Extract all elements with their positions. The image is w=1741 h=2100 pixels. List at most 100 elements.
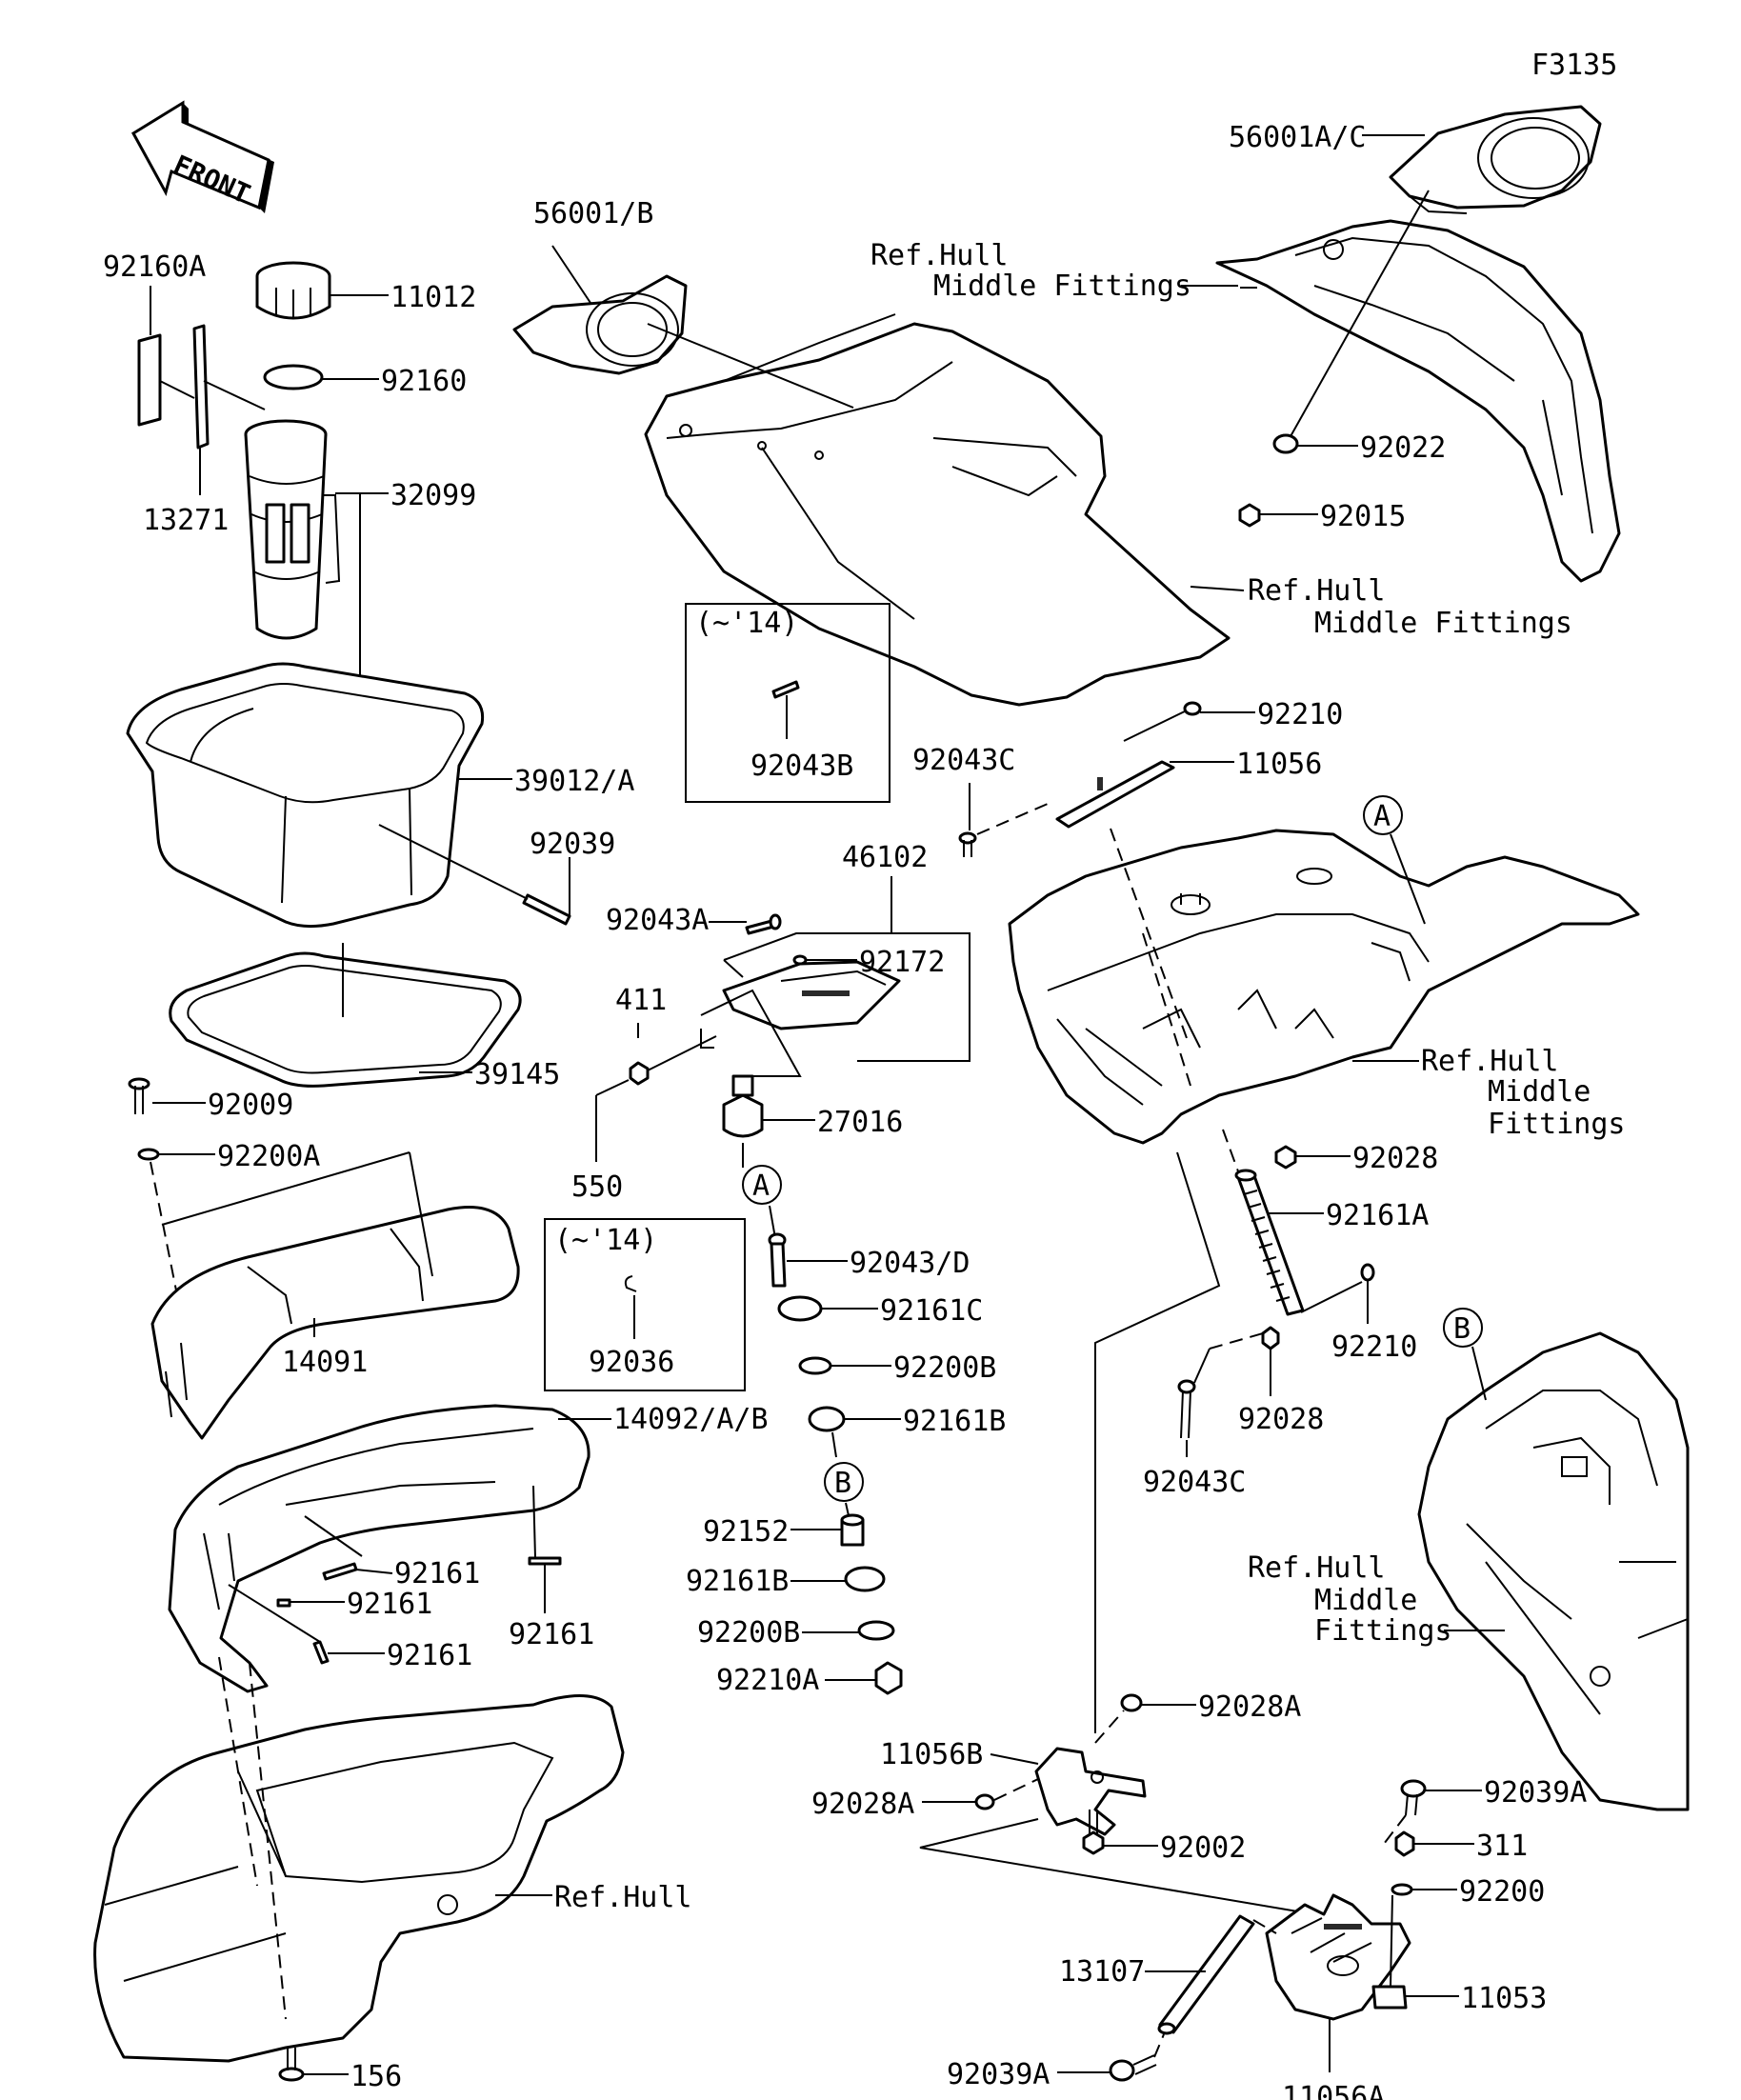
label-92043C-2: 92043C [1143, 1466, 1246, 1499]
label-92161-c: 92161 [387, 1639, 472, 1672]
part-92039A-screw-2 [1109, 2054, 1157, 2082]
label-circle-b-right: B [1453, 1312, 1471, 1346]
part-92015-nut [1238, 503, 1261, 528]
label-92009: 92009 [208, 1089, 293, 1122]
label-92152: 92152 [703, 1515, 789, 1549]
part-92200B-washer-2 [857, 1620, 895, 1641]
label-92002: 92002 [1160, 1831, 1246, 1865]
part-92009-bolt [128, 1077, 150, 1114]
part-92172-washer [792, 954, 808, 966]
box-early-92043B [685, 603, 891, 803]
part-156-bolt [278, 2048, 305, 2082]
part-92028-cap-1 [1274, 1145, 1297, 1170]
label-92200B-1: 92200B [893, 1351, 996, 1385]
part-14092AB-cover [168, 1404, 590, 1693]
label-ref-hull-middle-3a: Ref.Hull [1421, 1045, 1559, 1078]
label-14092AB: 14092/A/B [613, 1403, 769, 1436]
part-311-nut [1394, 1830, 1415, 1857]
label-ref-hull-middle-2b: Middle Fittings [1314, 607, 1572, 640]
label-11012: 11012 [390, 281, 476, 314]
label-92161-a: 92161 [394, 1557, 480, 1590]
part-11056-strip [1055, 760, 1175, 829]
label-ref-hull-middle-3c: Fittings [1488, 1108, 1626, 1141]
label-39012A: 39012/A [514, 765, 634, 798]
label-ref-hull-middle-4c: Fittings [1314, 1614, 1452, 1648]
part-11056B-bracket [1034, 1747, 1147, 1836]
label-92028A-2: 92028A [811, 1788, 914, 1821]
part-92200-washer [1391, 1883, 1413, 1896]
label-ref-hull-middle-1a: Ref.Hull [870, 239, 1009, 272]
part-46102-latch [722, 960, 901, 1030]
label-39145: 39145 [474, 1058, 560, 1091]
part-ref-hull-middle-right [1215, 219, 1621, 583]
box-early-92036 [544, 1218, 746, 1391]
part-92200B-washer-1 [798, 1356, 832, 1375]
label-box1-year: (~'14) [695, 607, 798, 640]
figure-code: F3135 [1531, 49, 1617, 82]
label-92210-top: 92210 [1257, 698, 1343, 731]
part-27016-knob [722, 1074, 764, 1138]
part-92043C-pin-2 [1177, 1348, 1211, 1439]
ref-circle-a-center [742, 1165, 782, 1205]
part-92152-spacer [840, 1513, 865, 1547]
part-92022-washer [1272, 433, 1299, 454]
part-13271-plate [192, 324, 210, 450]
part-39012A-bin [126, 662, 485, 929]
label-ref-hull-middle-3b: Middle [1488, 1075, 1591, 1109]
part-13107-shaft [1157, 1914, 1255, 2035]
part-92161B-rubber-1 [808, 1406, 846, 1432]
part-92039-screw [522, 893, 571, 926]
label-311: 311 [1476, 1830, 1528, 1863]
part-92028A-cap-2 [974, 1793, 995, 1810]
part-92043A-pin [745, 913, 782, 935]
label-circle-a-center: A [752, 1170, 770, 1203]
part-11053-pad [1371, 1985, 1408, 2010]
label-92160A: 92160A [103, 250, 206, 284]
label-11053: 11053 [1461, 1982, 1547, 2015]
label-92028A-1: 92028A [1198, 1690, 1301, 1724]
part-411-nut [629, 1061, 650, 1086]
label-92160: 92160 [381, 365, 467, 398]
label-92161-d: 92161 [509, 1618, 594, 1651]
label-92043D: 92043/D [850, 1247, 970, 1280]
part-92161A-spring [1234, 1169, 1305, 1316]
ref-circle-b-center [824, 1462, 864, 1502]
label-11056A: 11056A [1282, 2081, 1385, 2100]
ref-circle-a-right [1363, 795, 1403, 835]
front-arrow-icon: FRONT [130, 100, 274, 213]
label-box2-year: (~'14) [554, 1224, 657, 1257]
label-92039A-2: 92039A [947, 2058, 1050, 2091]
label-92161B-1: 92161B [903, 1405, 1006, 1438]
label-92210A: 92210A [716, 1664, 819, 1697]
label-92161-b: 92161 [347, 1588, 432, 1621]
label-11056B: 11056B [880, 1738, 983, 1771]
part-92039A-screw-1 [1400, 1779, 1427, 1816]
part-92043D-bolt [768, 1232, 787, 1288]
label-13107: 13107 [1059, 1955, 1145, 1989]
label-56001AC: 56001A/C [1229, 121, 1367, 154]
part-39145-gasket [169, 951, 522, 1088]
label-circle-a-right: A [1373, 800, 1391, 833]
part-92161-pins [276, 1556, 562, 1665]
part-92028A-cap-1 [1120, 1693, 1143, 1712]
label-92210-2: 92210 [1331, 1330, 1417, 1364]
label-ref-hull-middle-2a: Ref.Hull [1248, 574, 1386, 608]
part-ref-hull-middle-rear [1417, 1331, 1690, 1811]
label-56001B: 56001/B [533, 197, 653, 230]
label-156: 156 [350, 2060, 402, 2093]
label-92161A: 92161A [1326, 1199, 1429, 1232]
label-92022: 92022 [1360, 431, 1446, 465]
label-92161B-2: 92161B [686, 1565, 789, 1598]
part-56001AC-mirror [1389, 105, 1602, 214]
label-27016: 27016 [817, 1106, 903, 1139]
label-ref-hull-middle-4b: Middle [1314, 1584, 1417, 1617]
part-92002-bolt [1082, 1810, 1105, 1855]
label-92028-1: 92028 [1352, 1142, 1438, 1175]
part-14091-cover [150, 1206, 520, 1440]
label-92200: 92200 [1459, 1875, 1545, 1909]
part-ref-hull-front [93, 1694, 625, 2063]
label-92043A: 92043A [606, 904, 709, 937]
label-32099: 32099 [390, 479, 476, 512]
